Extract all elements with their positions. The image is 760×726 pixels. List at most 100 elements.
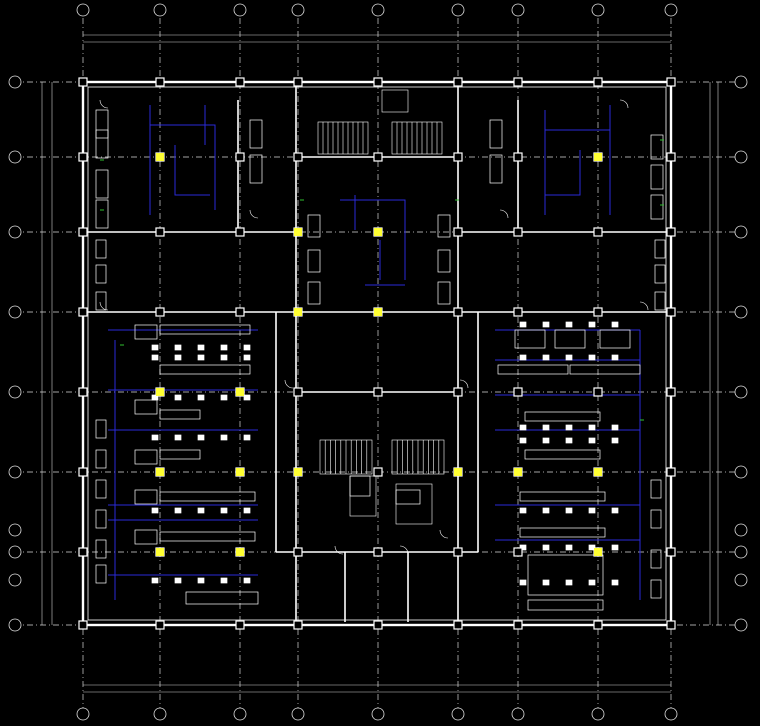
- desk: [220, 394, 228, 401]
- desk: [174, 577, 182, 584]
- axis-bubble: [734, 573, 748, 587]
- table: [249, 154, 263, 184]
- desk: [151, 507, 159, 514]
- table: [95, 419, 107, 439]
- desk: [588, 507, 596, 514]
- column: [293, 547, 303, 557]
- axis-bubble-circle: [8, 573, 22, 587]
- column: [666, 152, 676, 162]
- door-swing: [284, 379, 294, 389]
- column: [666, 307, 676, 317]
- table: [185, 591, 259, 605]
- table: [307, 281, 321, 305]
- column: [513, 547, 523, 557]
- desk: [565, 437, 573, 444]
- desk: [220, 434, 228, 441]
- desk: [565, 579, 573, 586]
- axis-bubble: [76, 3, 90, 17]
- column: [155, 620, 165, 630]
- table: [650, 509, 662, 529]
- stair-north: [317, 89, 443, 155]
- column: [453, 152, 463, 162]
- table: [654, 239, 666, 259]
- axis-bubble-circle: [291, 707, 305, 721]
- column: [513, 387, 523, 397]
- table: [524, 449, 601, 460]
- highlight-column: [294, 468, 302, 476]
- table: [95, 509, 107, 529]
- partition-line: [174, 145, 210, 196]
- highlight-column: [236, 388, 244, 396]
- desk: [611, 354, 619, 361]
- column: [666, 467, 676, 477]
- table: [159, 324, 251, 335]
- axis-bubble-circle: [664, 3, 678, 17]
- table: [437, 281, 451, 305]
- table: [489, 119, 503, 149]
- axis-bubble-circle: [8, 465, 22, 479]
- table: [554, 329, 586, 349]
- axis-bubble-circle: [734, 545, 748, 559]
- axis-bubble: [591, 3, 605, 17]
- desk: [519, 437, 527, 444]
- structural-columns: [78, 77, 676, 630]
- desk: [174, 394, 182, 401]
- column: [593, 387, 603, 397]
- column: [593, 307, 603, 317]
- table: [134, 324, 158, 340]
- table: [654, 291, 666, 311]
- axis-bubble-circle: [734, 225, 748, 239]
- table: [159, 364, 251, 375]
- desk: [611, 437, 619, 444]
- column: [78, 387, 88, 397]
- axis-bubble: [734, 225, 748, 239]
- axis-bubble-circle: [8, 305, 22, 319]
- column: [373, 467, 383, 477]
- column: [666, 620, 676, 630]
- column: [373, 547, 383, 557]
- table: [95, 564, 107, 584]
- desk: [588, 321, 596, 328]
- desk: [565, 507, 573, 514]
- axis-bubble: [153, 707, 167, 721]
- column: [453, 387, 463, 397]
- column: [453, 227, 463, 237]
- column: [78, 227, 88, 237]
- desk: [519, 424, 527, 431]
- axis-bubble-circle: [8, 75, 22, 89]
- table: [159, 449, 201, 460]
- column: [513, 620, 523, 630]
- furniture-layer: [95, 109, 666, 611]
- column: [293, 77, 303, 87]
- axis-bubble-circle: [233, 3, 247, 17]
- desk: [588, 424, 596, 431]
- axis-grid-lines: [14, 18, 745, 708]
- axis-bubble: [8, 618, 22, 632]
- axis-bubble: [76, 707, 90, 721]
- axis-bubble-circle: [8, 545, 22, 559]
- desk: [151, 434, 159, 441]
- axis-bubble-circle: [734, 385, 748, 399]
- column: [78, 152, 88, 162]
- desk: [220, 577, 228, 584]
- column: [453, 620, 463, 630]
- table: [650, 479, 662, 499]
- table: [569, 364, 641, 375]
- axis-bubble-circle: [591, 3, 605, 17]
- column: [373, 152, 383, 162]
- axis-bubble-circle: [76, 707, 90, 721]
- axis-bubble-circle: [511, 3, 525, 17]
- axis-bubble: [734, 150, 748, 164]
- desk: [542, 579, 550, 586]
- axis-bubble-circle: [734, 305, 748, 319]
- interior-walls: [86, 84, 669, 623]
- desk: [611, 507, 619, 514]
- axis-bubble: [734, 465, 748, 479]
- axis-bubble: [451, 707, 465, 721]
- axis-bubble: [371, 707, 385, 721]
- axis-bubble-circle: [734, 573, 748, 587]
- axis-bubble-circle: [734, 523, 748, 537]
- table: [519, 527, 606, 538]
- axis-bubble-circle: [371, 707, 385, 721]
- desk: [542, 437, 550, 444]
